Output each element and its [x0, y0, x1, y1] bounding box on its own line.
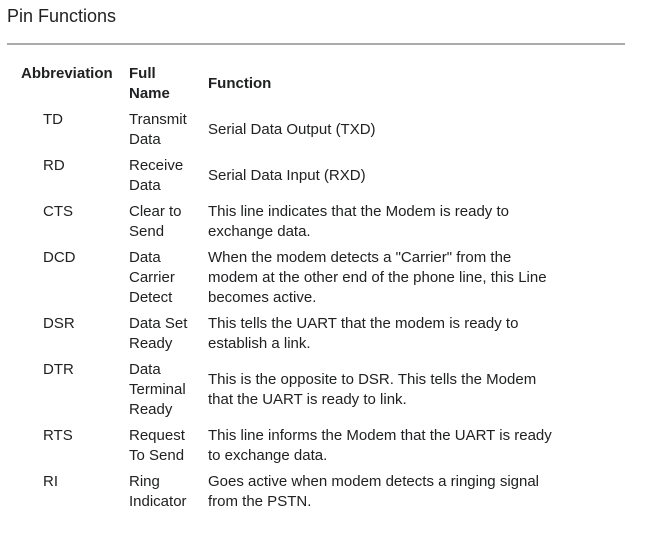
pin-full-name: Data Carrier Detect [129, 249, 175, 306]
pin-full-name: Ring Indicator [129, 473, 187, 510]
column-header-abbreviation: Abbreviation [21, 65, 113, 82]
table-row-dcd: DCD Data Carrier Detect When the modem d… [15, 245, 605, 311]
column-header-function: Function [208, 75, 272, 92]
pin-function: This tells the UART that the modem is re… [208, 315, 519, 352]
pin-function: This line informs the Modem that the UAR… [208, 427, 552, 464]
table-row-rd: RD Receive Data Serial Data Input (RXD) [15, 153, 605, 199]
table-row-rts: RTS Request To Send This line informs th… [15, 423, 605, 469]
table-body: TD Transmit Data Serial Data Output (TXD… [15, 107, 605, 515]
pin-full-name: Request To Send [129, 427, 185, 464]
pin-full-name: Receive Data [129, 157, 184, 194]
pin-abbreviation: RTS [43, 427, 73, 444]
table-row-cts: CTS Clear to Send This line indicates th… [15, 199, 605, 245]
document-page: Pin Functions Abbreviation Full Name Fun… [0, 5, 645, 534]
pin-abbreviation: RI [43, 473, 58, 490]
table-row-dtr: DTR Data Terminal Ready This is the oppo… [15, 357, 605, 423]
pin-full-name: Data Set Ready [129, 315, 188, 352]
pin-function: This is the opposite to DSR. This tells … [208, 371, 537, 408]
column-header-full-name: Full Name [129, 65, 170, 102]
pin-full-name: Transmit Data [129, 111, 187, 148]
pin-function: Serial Data Output (TXD) [208, 121, 376, 138]
table-row-dsr: DSR Data Set Ready This tells the UART t… [15, 311, 605, 357]
pin-function: This line indicates that the Modem is re… [208, 203, 509, 240]
pin-abbreviation: DTR [43, 361, 74, 378]
header-row: Abbreviation Full Name Function [15, 61, 605, 107]
pin-abbreviation: DSR [43, 315, 75, 332]
pin-function: Goes active when modem detects a ringing… [208, 473, 540, 510]
pin-function: When the modem detects a "Carrier" from … [208, 249, 547, 306]
pin-abbreviation: CTS [43, 203, 73, 220]
pin-function: Serial Data Input (RXD) [208, 167, 366, 184]
pin-full-name: Data Terminal Ready [129, 361, 186, 418]
page-title: Pin Functions [7, 6, 117, 26]
pin-abbreviation: RD [43, 157, 65, 174]
table-row-ri: RI Ring Indicator Goes active when modem… [15, 469, 605, 515]
table-row-td: TD Transmit Data Serial Data Output (TXD… [15, 107, 605, 153]
table-header: Abbreviation Full Name Function [15, 61, 605, 107]
heading-divider [7, 43, 625, 45]
pin-full-name: Clear to Send [129, 203, 182, 240]
pin-abbreviation: DCD [43, 249, 76, 266]
pin-functions-table: Abbreviation Full Name Function TD Trans… [15, 61, 605, 515]
pin-abbreviation: TD [43, 111, 63, 128]
